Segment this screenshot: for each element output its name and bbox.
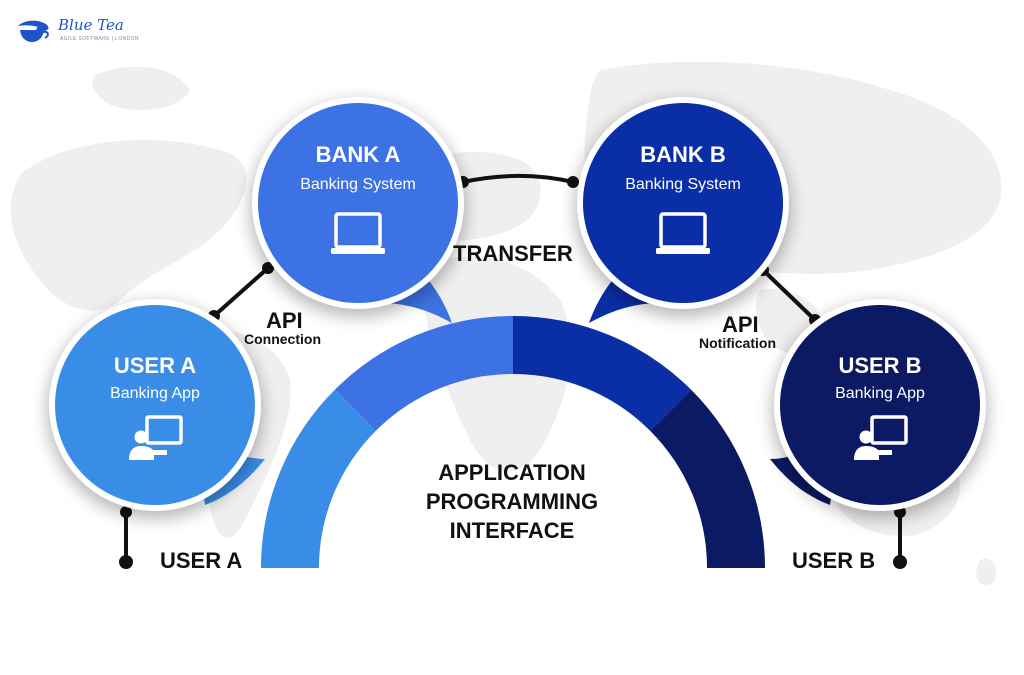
api-connection-label: API <box>266 308 303 333</box>
user-b-subtitle: Banking App <box>835 385 925 402</box>
bank-b-subtitle: Banking System <box>625 176 741 193</box>
user-b-title: USER B <box>838 353 922 378</box>
user-b-node[interactable]: USER B Banking App <box>770 305 980 505</box>
logo-tagline: AGILE SOFTWARE | LONDON <box>60 36 139 42</box>
arc-segment-bank-b <box>512 316 692 432</box>
transfer-label: TRANSFER <box>453 241 573 266</box>
arc-segment-user-b <box>649 389 765 569</box>
connector-dot <box>457 176 469 188</box>
laptop-icon <box>656 212 710 254</box>
bubble-circle <box>258 103 458 303</box>
bank-a-node[interactable]: BANK A Banking System <box>258 103 458 323</box>
connector-dot <box>262 262 274 274</box>
connector-user-a-bank-a <box>212 266 270 318</box>
laptop-icon <box>331 212 385 254</box>
bank-a-title: BANK A <box>315 142 401 167</box>
user-a-node[interactable]: USER A Banking App <box>55 305 265 505</box>
center-title: APPLICATION PROGRAMMING INTERFACE <box>402 458 622 545</box>
connector-dot <box>894 506 906 518</box>
connector-dot <box>119 555 133 569</box>
center-title-line: PROGRAMMING <box>425 489 599 514</box>
logo-name: Blue Tea <box>58 16 124 34</box>
bank-b-title: BANK B <box>640 142 726 167</box>
connector-dot <box>809 314 821 326</box>
arc-segment-user-a <box>261 389 377 569</box>
user-presentation-icon <box>854 415 908 460</box>
bubble-circle <box>583 103 783 303</box>
center-title-line: APPLICATION <box>438 460 586 485</box>
bank-b-node[interactable]: BANK B Banking System <box>583 103 783 323</box>
api-connection-sublabel: Connection <box>244 331 321 347</box>
connector-dot <box>893 555 907 569</box>
bubble-circle <box>780 305 980 505</box>
connector-bank-b-user-b <box>761 268 817 322</box>
arc-segment-bank-a <box>334 316 514 432</box>
arc-left-label: USER A <box>160 548 243 573</box>
teacup-logo-icon <box>18 20 49 42</box>
arc-right-label: USER B <box>792 548 876 573</box>
api-notification-label: API <box>722 312 759 337</box>
user-presentation-icon <box>129 415 183 460</box>
bubble-circle <box>55 305 255 505</box>
user-a-title: USER A <box>113 353 197 378</box>
connector-dot <box>120 506 132 518</box>
api-notification-sublabel: Notification <box>699 335 776 351</box>
user-a-subtitle: Banking App <box>110 385 200 402</box>
blue-tea-logo[interactable]: Blue Tea AGILE SOFTWARE | LONDON <box>14 12 154 48</box>
connector-bank-a-bank-b <box>461 174 575 184</box>
center-title-line: INTERFACE <box>449 518 575 543</box>
connector-dot <box>567 176 579 188</box>
connector-dot <box>208 310 220 322</box>
connector-dot <box>757 264 769 276</box>
bank-a-subtitle: Banking System <box>300 176 416 193</box>
